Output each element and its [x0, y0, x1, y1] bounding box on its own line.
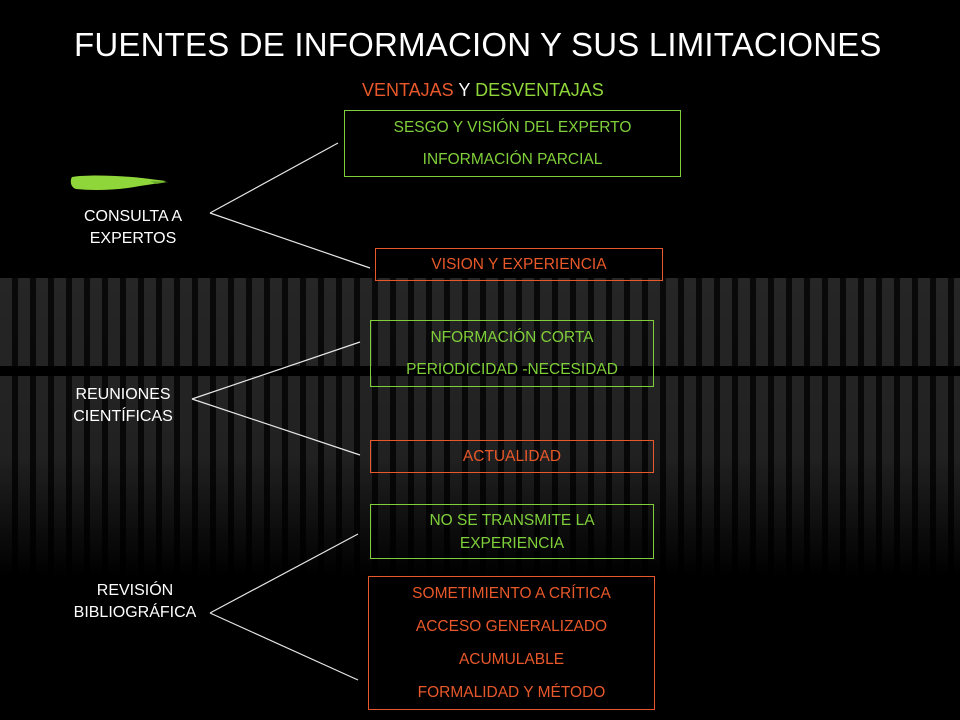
advantages-box-revision: SOMETIMIENTO A CRÍTICA ACCESO GENERALIZA… — [368, 576, 655, 710]
page-title: FUENTES DE INFORMACION Y SUS LIMITACIONE… — [74, 26, 882, 63]
legend-subtitle: VENTAJAS Y DESVENTAJAS — [362, 80, 604, 101]
source-consulta-expertos: CONSULTA A EXPERTOS — [70, 206, 196, 250]
advantage-item: ACTUALIDAD — [462, 447, 562, 465]
advantage-item: ACUMULABLE — [458, 651, 565, 668]
disadvantages-box-expertos: SESGO Y VISIÓN DEL EXPERTO INFORMACIÓN P… — [344, 110, 681, 177]
source-label-line1: REVISIÓN — [96, 582, 174, 599]
source-label-line1: REUNIONES — [75, 386, 171, 403]
disadvantage-item: INFORMACIÓN PARCIAL — [422, 150, 603, 168]
disadvantage-item: EXPERIENCIA — [459, 534, 565, 552]
advantages-box-reuniones: ACTUALIDAD — [370, 440, 654, 473]
advantage-item: FORMALIDAD Y MÉTODO — [417, 684, 606, 701]
disadvantage-item: NFORMACIÓN CORTA — [430, 328, 594, 346]
source-label-line1: CONSULTA A — [83, 208, 183, 225]
source-label-line2: CIENTÍFICAS — [73, 408, 173, 425]
disadvantages-box-reuniones: NFORMACIÓN CORTA PERIODICIDAD -NECESIDAD — [370, 320, 654, 387]
advantages-box-expertos: VISION Y EXPERIENCIA — [375, 248, 663, 281]
disadvantages-box-revision: NO SE TRANSMITE LA EXPERIENCIA — [370, 504, 654, 559]
source-label-line2: BIBLIOGRÁFICA — [73, 604, 197, 621]
source-reuniones-cientificas: REUNIONES CIENTÍFICAS — [60, 384, 186, 428]
source-label-line2: EXPERTOS — [89, 230, 177, 247]
legend-disadvantages: DESVENTAJAS — [475, 80, 604, 100]
disadvantage-item: NO SE TRANSMITE LA — [429, 511, 595, 529]
legend-and: Y — [458, 80, 471, 100]
disadvantage-item: PERIODICIDAD -NECESIDAD — [406, 360, 618, 378]
disadvantage-item: SESGO Y VISIÓN DEL EXPERTO — [393, 118, 632, 136]
brush-stroke-decoration — [70, 175, 168, 190]
background-stripes — [0, 278, 960, 578]
advantage-item: ACCESO GENERALIZADO — [415, 618, 608, 635]
advantage-item: VISION Y EXPERIENCIA — [431, 255, 607, 273]
advantage-item: SOMETIMIENTO A CRÍTICA — [412, 585, 611, 602]
source-revision-bibliografica: REVISIÓN BIBLIOGRÁFICA — [60, 580, 210, 624]
legend-advantages: VENTAJAS — [362, 80, 454, 100]
